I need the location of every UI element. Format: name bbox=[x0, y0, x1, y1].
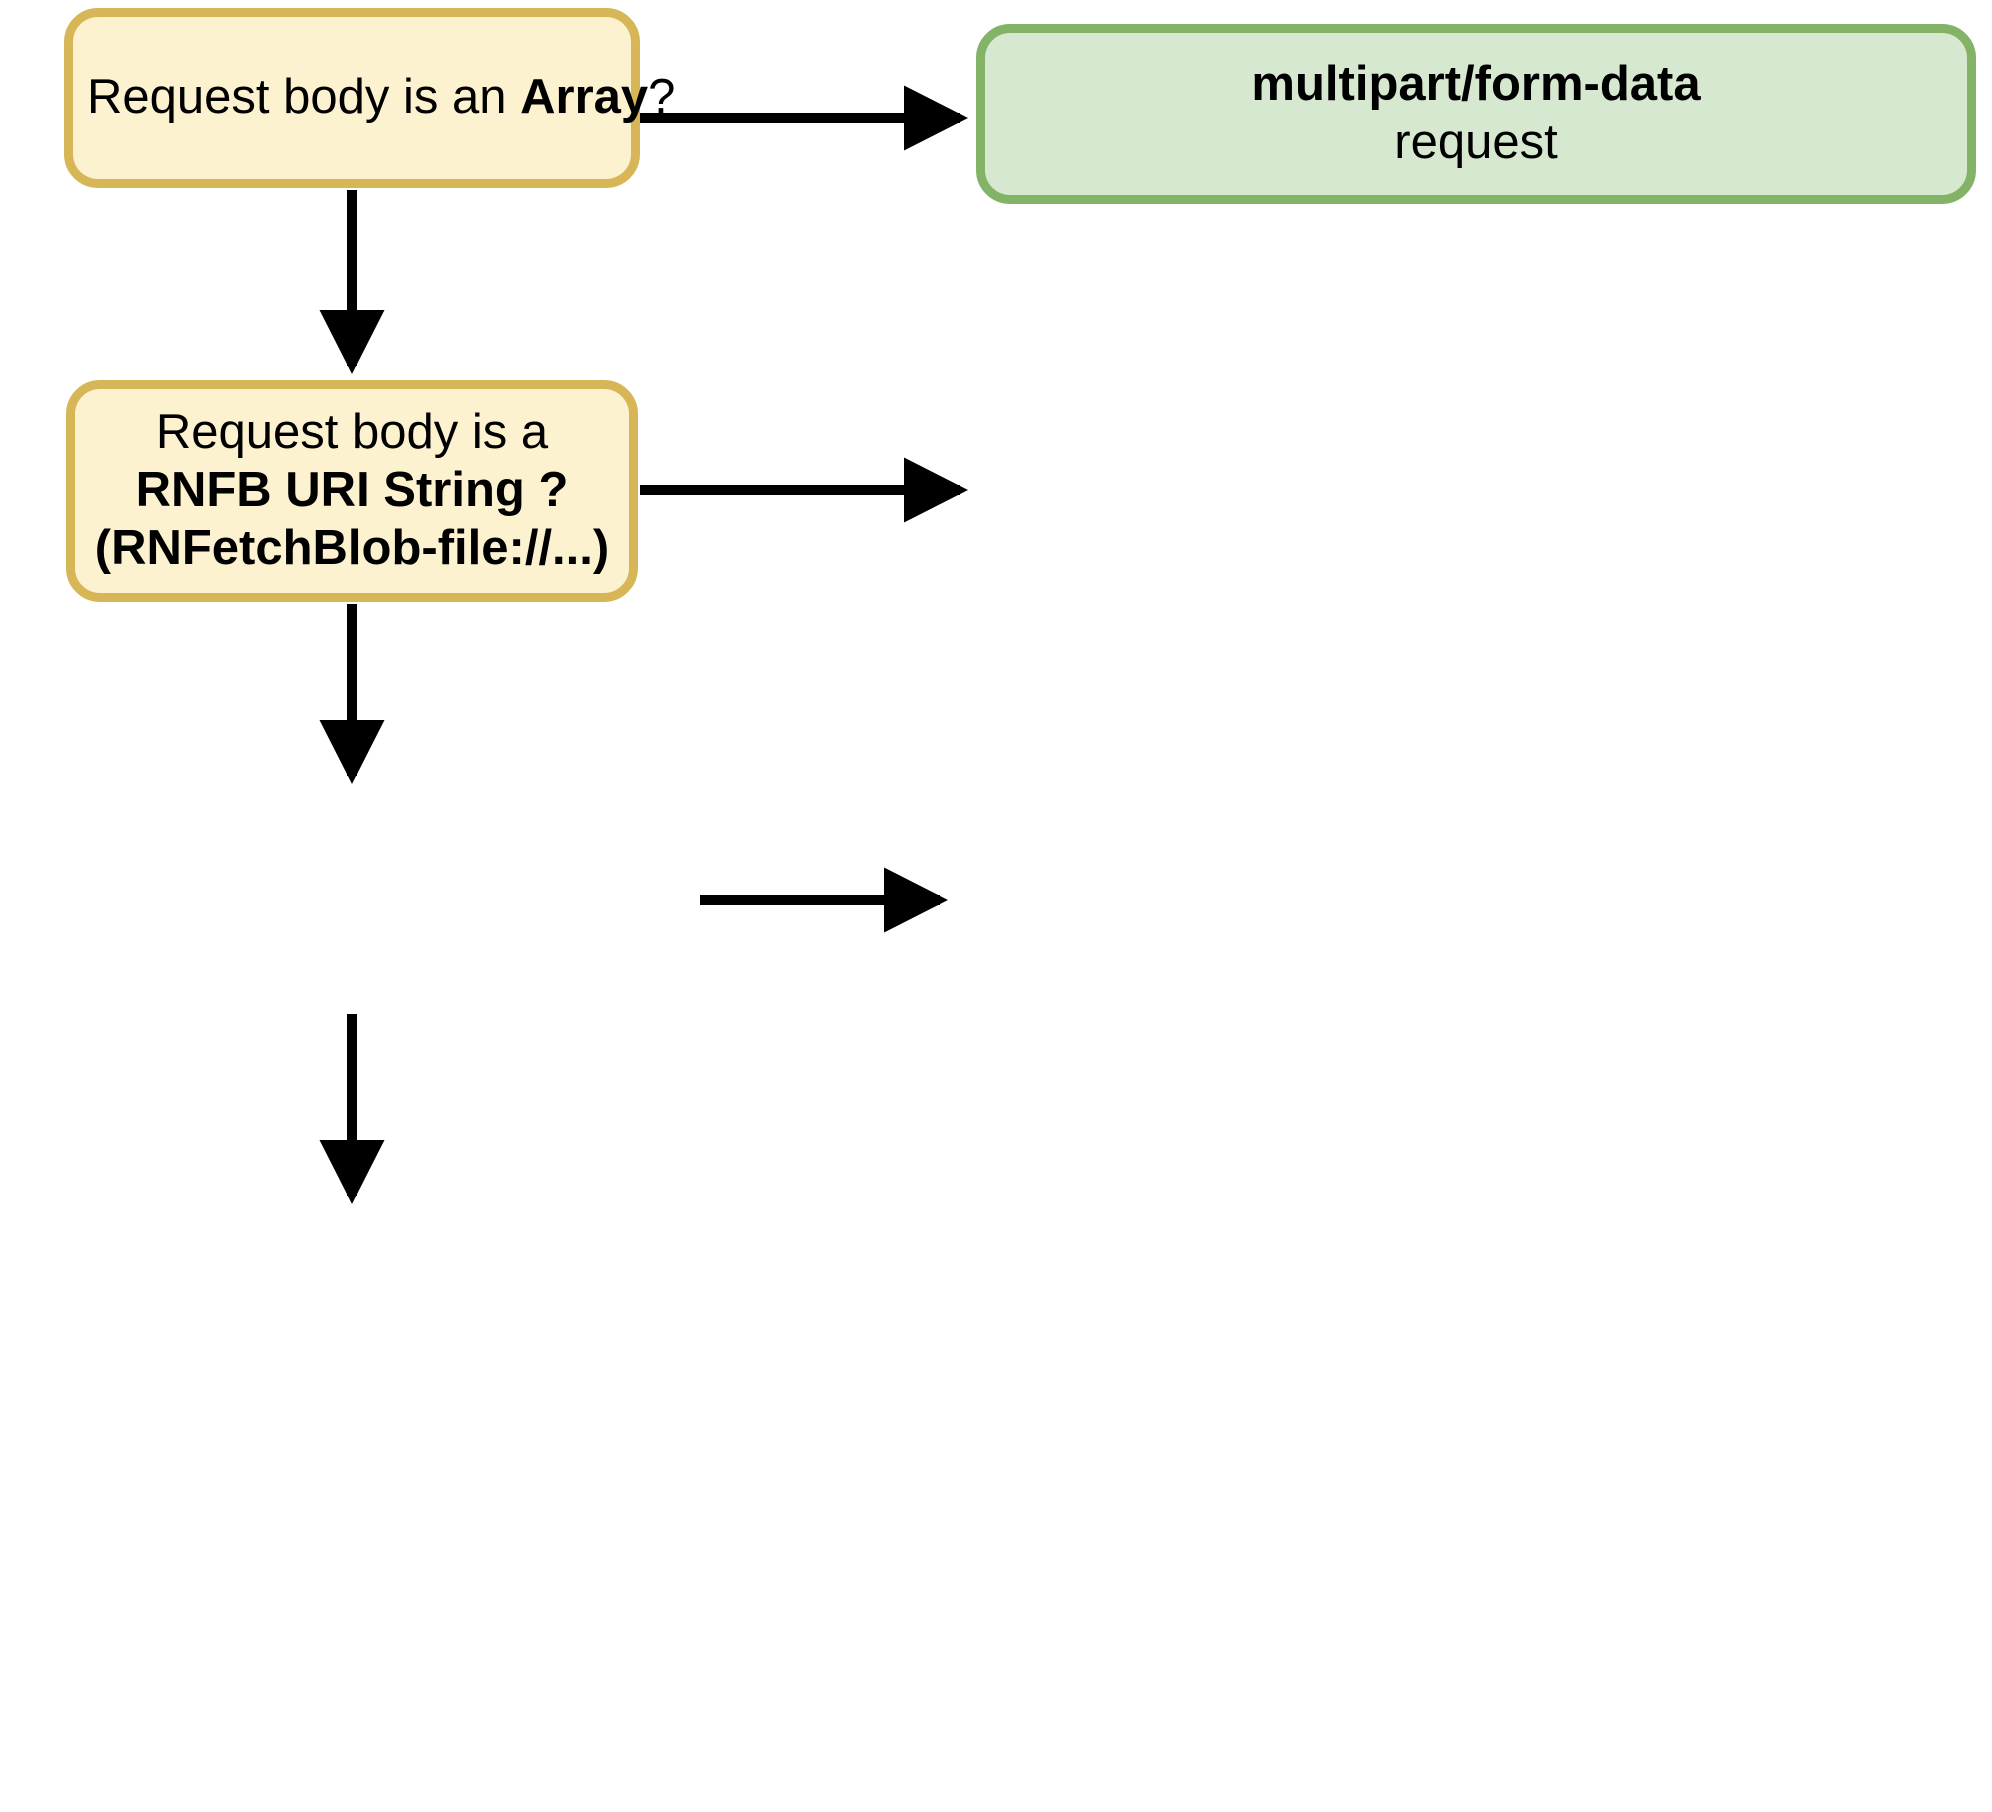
node-text-strong: (RNFetchBlob-file://...) bbox=[94, 520, 610, 575]
node-text-strong: RNFB URI String ? bbox=[135, 463, 569, 518]
node-text-span: Request body is an bbox=[87, 70, 521, 125]
node-text-span: request bbox=[1394, 115, 1558, 169]
decision-node-request-body-is-array[interactable]: Request body is an Array? bbox=[64, 8, 675, 188]
node-text-span: ? bbox=[648, 70, 676, 125]
node-text-line: Request body is a bbox=[89, 404, 615, 462]
node-text-line: request bbox=[999, 114, 1953, 172]
node-text-span: Request body is a bbox=[155, 405, 549, 460]
node-text: Request body is an Array? bbox=[87, 69, 675, 127]
node-text-line: Request body is an Array? bbox=[87, 69, 675, 127]
node-text-strong: Array bbox=[520, 70, 649, 125]
node-text-line: RNFB URI String ? bbox=[89, 462, 615, 520]
node-text-line: multipart/form-data bbox=[999, 56, 1953, 114]
node-text-line: (RNFetchBlob-file://...) bbox=[89, 520, 615, 578]
node-text-strong: multipart/form-data bbox=[1251, 57, 1701, 112]
